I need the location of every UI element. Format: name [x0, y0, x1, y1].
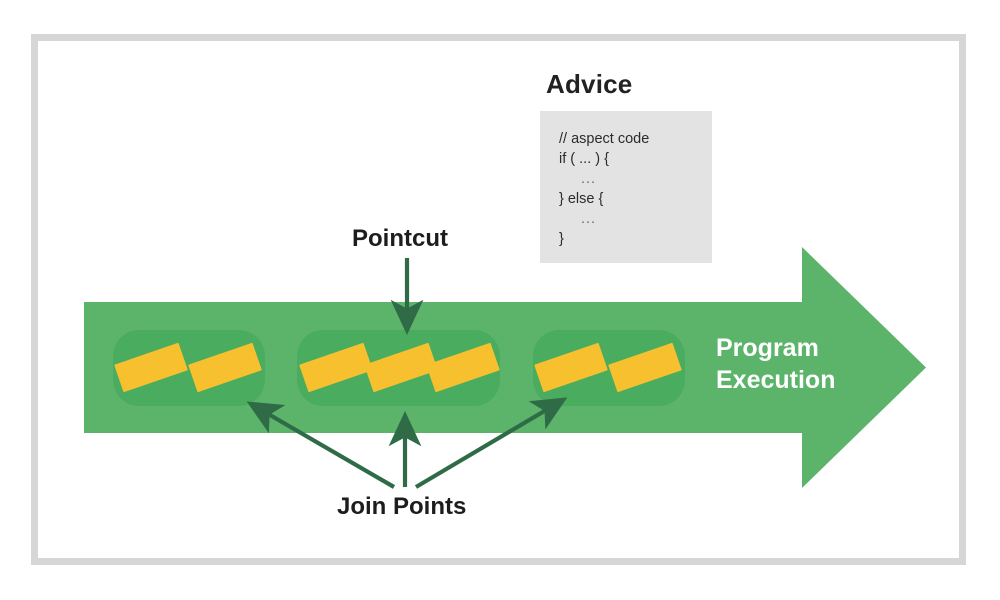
code-bar: [188, 342, 262, 393]
code-line-2: if ( ... ) {: [559, 151, 609, 167]
join-point-group-2: [297, 330, 500, 406]
program-execution-label: Program Execution: [716, 334, 836, 394]
code-line-1: // aspect code: [559, 131, 650, 147]
code-bar: [426, 342, 500, 393]
code-bar: [534, 342, 608, 393]
code-line-4: } else {: [559, 191, 604, 207]
code-bar: [608, 342, 682, 393]
code-line-3: ...: [581, 171, 597, 187]
code-bar: [299, 342, 373, 393]
pointcut-label: Pointcut: [352, 225, 448, 252]
advice-code-block: // aspect code if ( ... ) { ... } else {…: [540, 111, 712, 263]
code-line-6: }: [559, 231, 564, 247]
advice-heading: Advice: [546, 69, 633, 99]
join-point-group-3: [533, 330, 685, 406]
join-points-label: Join Points: [337, 493, 467, 520]
code-bar: [114, 342, 188, 393]
code-line-5: ...: [581, 211, 597, 227]
join-point-group-1: [113, 330, 265, 406]
